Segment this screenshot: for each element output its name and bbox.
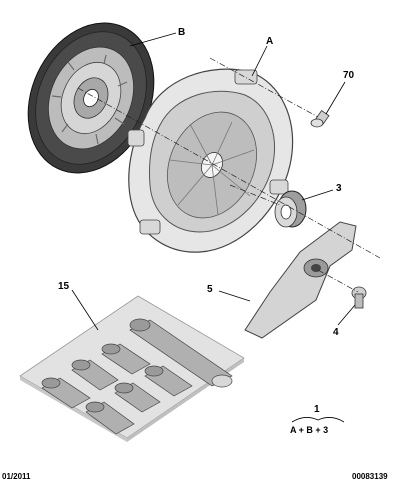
label-kit-formula: A + B + 3 (290, 425, 329, 435)
leader-fork (218, 290, 251, 302)
release-fork (244, 221, 357, 339)
leader-pivot (337, 304, 356, 326)
release-bearing (274, 190, 307, 228)
leader-bolt (325, 81, 346, 115)
footer-date: 01/2011 (2, 472, 31, 481)
kit-brace (291, 417, 345, 423)
leader-tool-kit (71, 289, 99, 331)
label-fork: 5 (207, 284, 213, 295)
label-kit: 1 (314, 404, 320, 415)
pressure-plate (127, 68, 294, 253)
footer-reference: 00083139 (352, 472, 388, 481)
label-release-bearing: 3 (336, 183, 342, 194)
bolt (310, 110, 330, 128)
leader-pressure-plate (251, 45, 268, 77)
label-bolt: 70 (343, 70, 355, 81)
label-disc: B (178, 27, 186, 38)
clutch-disc (27, 22, 155, 174)
label-pressure-plate: A (266, 36, 274, 47)
label-tool-kit: 15 (58, 281, 70, 292)
tool-kit (19, 295, 245, 442)
label-pivot: 4 (333, 327, 339, 338)
leader-release-bearing (301, 189, 334, 201)
pivot-stud (351, 286, 367, 309)
leader-disc (129, 32, 177, 47)
